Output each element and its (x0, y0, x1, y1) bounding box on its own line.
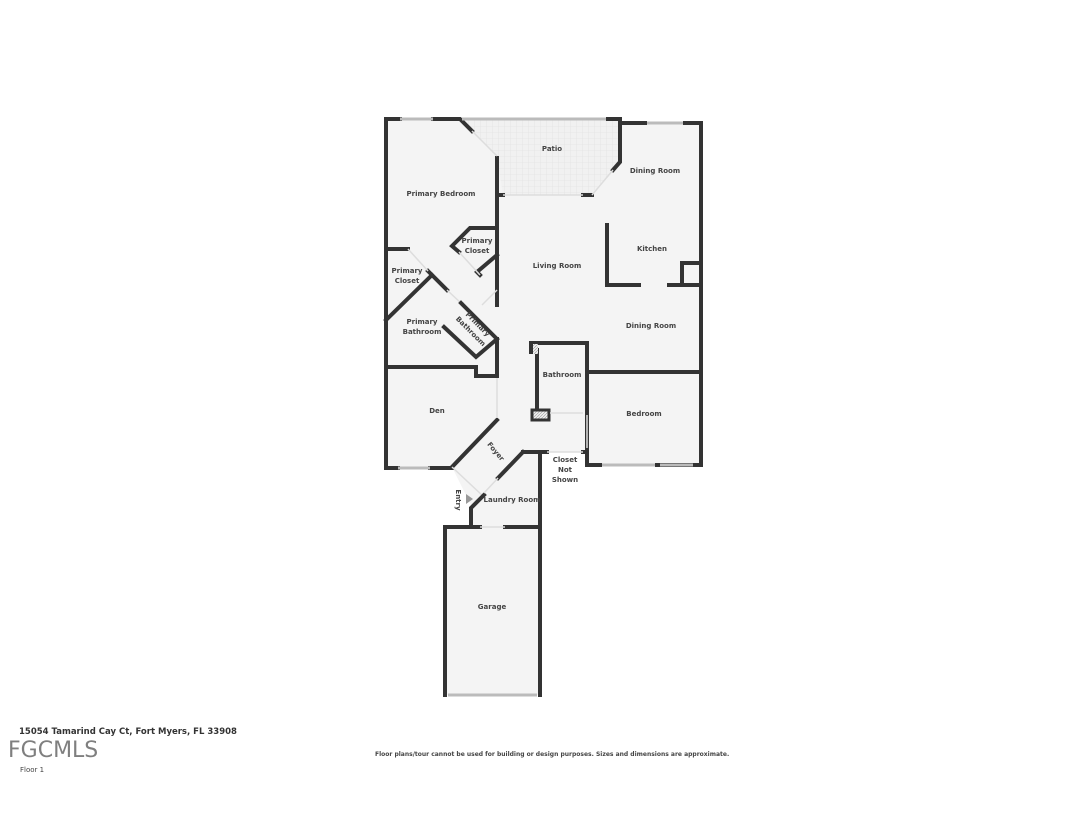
walls (383, 117, 703, 697)
property-address: 15054 Tamarind Cay Ct, Fort Myers, FL 33… (19, 727, 237, 737)
vanity (530, 408, 551, 422)
label-bedroom: Bedroom (626, 410, 661, 418)
label-closet: Closet (553, 456, 578, 464)
entry-arrow-icon (466, 494, 473, 504)
label-bathroom: Bathroom (543, 371, 582, 379)
fixture (533, 344, 538, 354)
disclaimer: Floor plans/tour cannot be used for buil… (375, 751, 730, 758)
label-primary-bedroom: Primary Bedroom (407, 190, 476, 198)
label-patio: Patio (542, 145, 562, 153)
label-entry: Entry (454, 489, 462, 511)
floor-label: Floor 1 (20, 766, 45, 774)
label-dining-room-top: Dining Room (630, 167, 680, 175)
label-primary-closet-left-2: Closet (395, 277, 420, 285)
label-garage: Garage (478, 603, 507, 611)
room-labels: Patio Dining Room Primary Bedroom Primar… (391, 145, 680, 611)
label-primary-bathroom: Primary (406, 318, 437, 326)
patio-floor (462, 119, 620, 195)
label-primary-closet-2: Closet (465, 247, 490, 255)
label-laundry-room: Laundry Room (484, 496, 541, 504)
label-closet-3: Shown (552, 476, 578, 484)
label-kitchen: Kitchen (637, 245, 667, 253)
label-dining-room: Dining Room (626, 322, 676, 330)
room-floors (386, 119, 701, 695)
label-primary-bathroom-2: Bathroom (403, 328, 442, 336)
label-living-room: Living Room (533, 262, 582, 270)
label-den: Den (429, 407, 445, 415)
mls-watermark-logo: FGCMLS (8, 738, 99, 763)
label-closet-2: Not (558, 466, 573, 474)
label-primary-closet-left: Primary (391, 267, 422, 275)
label-primary-closet: Primary (461, 237, 492, 245)
